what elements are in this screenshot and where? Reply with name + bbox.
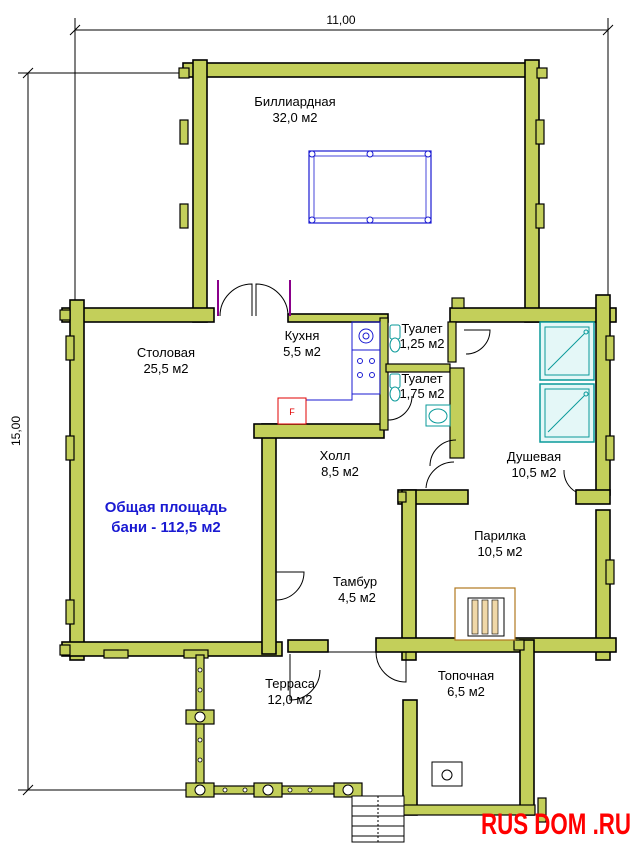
room-name-kitchen: Кухня — [285, 328, 320, 343]
room-name-billiard: Биллиардная — [254, 94, 335, 109]
furnace-boiler — [431, 761, 463, 787]
room-name-terrace: Терраса — [265, 676, 316, 691]
room-area-steam-room: 10,5 м2 — [477, 544, 522, 559]
dimension-lines — [18, 18, 614, 796]
room-name-toilet-2: Туалет — [401, 371, 442, 386]
terrace-railing — [185, 654, 363, 798]
entrance-stairs — [351, 795, 405, 843]
billiard-table — [308, 150, 432, 224]
room-area-vestibule: 4,5 м2 — [338, 590, 376, 605]
room-area-terrace: 12,0 м2 — [267, 692, 312, 707]
room-area-toilet-2: 1,75 м2 — [399, 386, 444, 401]
room-area-furnace: 6,5 м2 — [447, 684, 485, 699]
room-area-kitchen: 5,5 м2 — [283, 344, 321, 359]
total-area-line-2: бани - 112,5 м2 — [111, 519, 221, 536]
room-name-hall: Холл — [320, 448, 351, 463]
room-area-dining: 25,5 м2 — [143, 361, 188, 376]
room-area-hall: 8,5 м2 — [321, 464, 359, 479]
stove-label: F — [289, 407, 295, 417]
room-name-shower: Душевая — [507, 449, 561, 464]
room-name-toilet-1: Туалет — [401, 321, 442, 336]
stove: F — [277, 397, 307, 425]
room-area-billiard: 32,0 м2 — [272, 110, 317, 125]
width-dimension-label: 11,00 — [326, 13, 355, 27]
room-name-vestibule: Тамбур — [333, 574, 377, 589]
room-name-steam-room: Парилка — [474, 528, 527, 543]
toilet-fixtures — [389, 324, 451, 427]
walls — [61, 59, 617, 816]
height-dimension-label: 15,00 — [9, 416, 23, 446]
watermark-logo: RUS DOM .RU — [481, 808, 631, 841]
shower-cabins — [539, 321, 595, 443]
log-ends — [59, 119, 615, 823]
room-name-dining: Столовая — [137, 345, 195, 360]
kitchen-fixtures — [306, 321, 381, 401]
doors — [217, 280, 577, 701]
total-area-line-1: Общая площадь — [105, 499, 228, 516]
room-labels: Биллиардная 32,0 м2 Кухня 5,5 м2 Туалет … — [137, 94, 561, 707]
room-name-furnace: Топочная — [438, 668, 494, 683]
room-area-shower: 10,5 м2 — [511, 465, 556, 480]
room-area-toilet-1: 1,25 м2 — [399, 336, 444, 351]
sauna-stove — [454, 587, 516, 641]
